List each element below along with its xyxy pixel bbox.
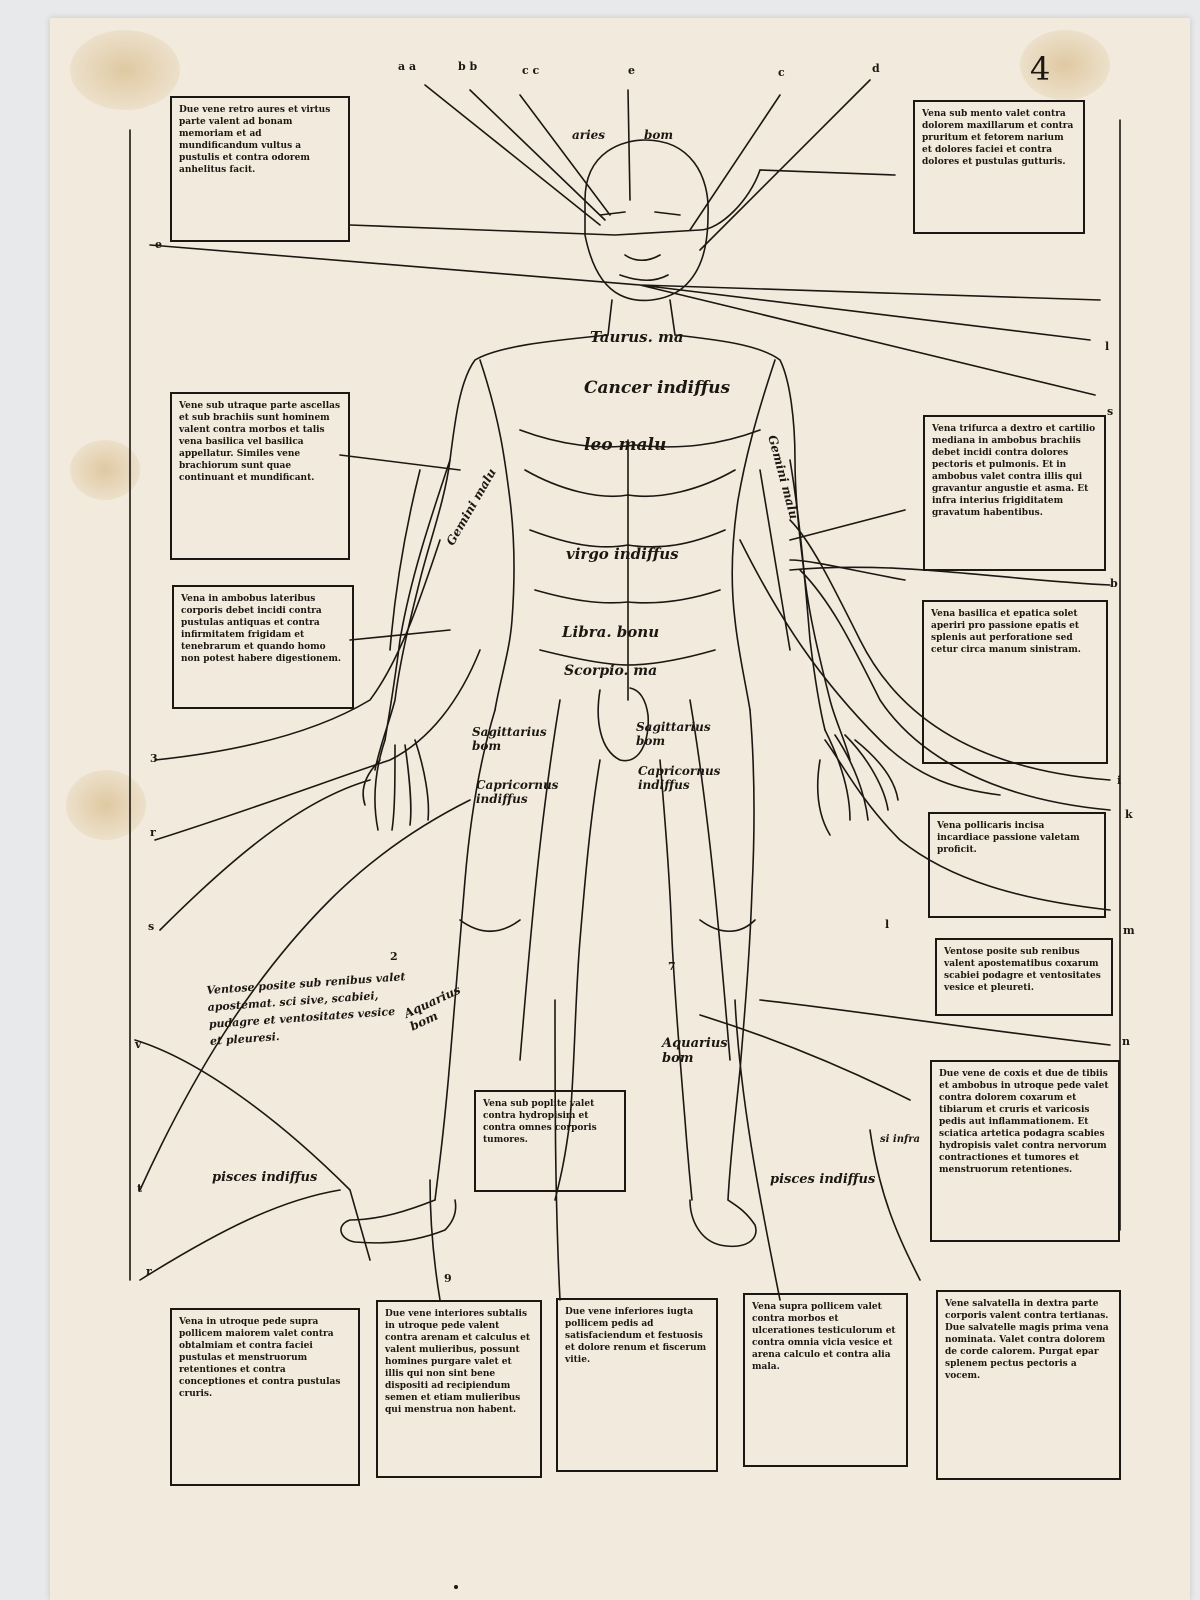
stain-top-left bbox=[70, 30, 180, 110]
zodiac-sagittarius-right: Sagittarius bom bbox=[636, 720, 711, 748]
side-letter-left-1: e bbox=[155, 238, 162, 251]
side-letter-right-1: l bbox=[1105, 340, 1110, 353]
zodiac-cancer: Cancer indiffus bbox=[584, 378, 731, 398]
text-box-right-4: Vena pollicaris incisa incardiace passio… bbox=[928, 812, 1106, 918]
text-box-bottom-5: Vene salvatella in dextra parte corporis… bbox=[936, 1290, 1121, 1480]
stain-left-2 bbox=[66, 770, 146, 840]
ink-dot bbox=[454, 1585, 458, 1589]
zodiac-capricornus-right: Capricornus indiffus bbox=[638, 764, 721, 792]
zodiac-libra: Libra. bonu bbox=[562, 623, 660, 641]
side-letter-left-5: v bbox=[135, 1038, 142, 1051]
zodiac-sagittarius-left: Sagittarius bom bbox=[472, 725, 547, 753]
top-letter-1: a a bbox=[398, 60, 417, 73]
side-letter-left-6: t bbox=[137, 1182, 143, 1195]
text-box-center-low: Vena sub poplite valet contra hydropisim… bbox=[474, 1090, 626, 1192]
side-letter-left-2: 3 bbox=[150, 752, 158, 765]
zodiac-leo: leo malu bbox=[584, 435, 667, 455]
text-box-bottom-2: Due vene interiores subtalis in utroque … bbox=[376, 1300, 542, 1478]
paper-sheet bbox=[50, 18, 1190, 1600]
top-letter-4: e bbox=[628, 64, 635, 77]
small-number-1: 2 bbox=[390, 950, 398, 963]
side-letter-right-2: s bbox=[1107, 405, 1114, 418]
side-letter-left-7: r bbox=[146, 1265, 152, 1278]
text-box-bottom-4: Vena supra pollicem valet contra morbos … bbox=[743, 1293, 908, 1467]
zodiac-virgo: virgo indiffus bbox=[566, 545, 679, 563]
text-box-left-3: Vena in ambobus lateribus corporis debet… bbox=[172, 585, 354, 709]
side-letter-right-8: n bbox=[1122, 1035, 1130, 1048]
head-label-right: bom bbox=[644, 128, 674, 142]
zodiac-capricornus-left: Capricornus indiffus bbox=[476, 778, 559, 806]
head-label-left: aries bbox=[572, 128, 606, 142]
top-letter-5: c bbox=[778, 66, 785, 79]
zodiac-pisces-right: pisces indiffus bbox=[770, 1172, 876, 1187]
zodiac-scorpio: Scorpio. ma bbox=[564, 663, 658, 679]
text-box-right-6: Due vene de coxis et due de tibiis et am… bbox=[930, 1060, 1120, 1242]
side-letter-right-7: m bbox=[1123, 924, 1135, 937]
text-box-right-3: Vena basilica et epatica solet aperiri p… bbox=[922, 600, 1108, 764]
text-box-top-left: Due vene retro aures et virtus parte val… bbox=[170, 96, 350, 242]
text-box-right-5: Ventose posite sub renibus valent aposte… bbox=[935, 938, 1113, 1016]
side-letter-right-6: l bbox=[885, 918, 890, 931]
page-number: 4 bbox=[1030, 50, 1051, 88]
stain-left-1 bbox=[70, 440, 140, 500]
zodiac-taurus: Taurus. ma bbox=[590, 328, 684, 346]
side-letter-right-4: i bbox=[1117, 774, 1122, 787]
side-letter-right-5: k bbox=[1125, 808, 1133, 821]
top-letter-6: d bbox=[872, 62, 880, 75]
side-letter-left-3: r bbox=[150, 826, 156, 839]
side-letter-left-4: s bbox=[148, 920, 155, 933]
top-letter-3: c c bbox=[522, 64, 540, 77]
text-box-bottom-3: Due vene inferiores iugta pollicem pedis… bbox=[556, 1298, 718, 1472]
text-box-bottom-1: Vena in utroque pede supra pollicem maio… bbox=[170, 1308, 360, 1486]
text-box-right-2: Vena trifurca a dextro et cartilio media… bbox=[923, 415, 1106, 571]
text-box-top-right: Vena sub mento valet contra dolorem maxi… bbox=[913, 100, 1085, 234]
small-number-2: 7 bbox=[668, 960, 676, 973]
zodiac-aquarius-right: Aquarius bom bbox=[662, 1036, 728, 1066]
zodiac-pisces-left: pisces indiffus bbox=[212, 1170, 318, 1185]
stain-top-right bbox=[1020, 30, 1110, 100]
note-left-text: Ventose posite sub renibus valet apostem… bbox=[206, 970, 406, 1048]
text-box-left-2: Vene sub utraque parte ascellas et sub b… bbox=[170, 392, 350, 560]
small-number-3: 9 bbox=[444, 1272, 452, 1285]
note-infra: si infra bbox=[880, 1134, 921, 1145]
top-letter-2: b b bbox=[458, 60, 478, 73]
side-letter-right-3: b bbox=[1110, 577, 1118, 590]
